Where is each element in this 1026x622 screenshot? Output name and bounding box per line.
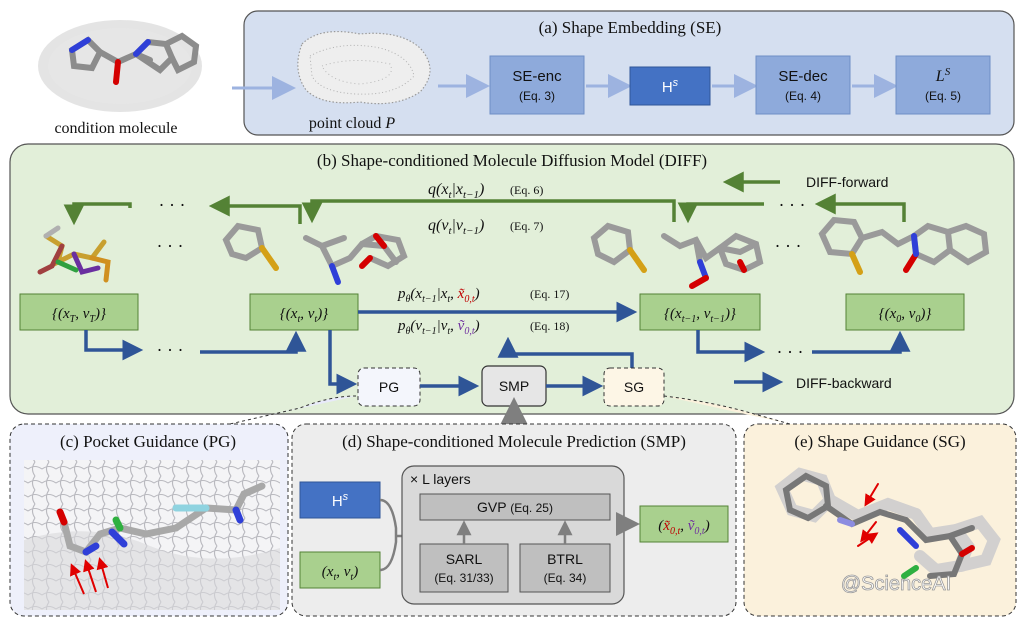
zoom-pg-to-panel-c — [229, 395, 357, 425]
shape-guidance-image — [774, 467, 1001, 579]
se-enc-label: SE-enc — [512, 68, 562, 85]
pg-label: PG — [379, 379, 399, 395]
gvp-box — [419, 493, 611, 521]
backward-dots-1: · · · — [157, 340, 184, 360]
panel-a-title: (a) Shape Embedding (SE) — [539, 18, 722, 37]
point-cloud-label: point cloud P — [309, 115, 395, 132]
btrl-label: BTRL — [547, 551, 583, 567]
hs-box — [629, 66, 711, 106]
point-cloud-image — [297, 31, 431, 105]
forward-arrow-4 — [677, 202, 764, 224]
panel-b: (b) Shape-conditioned Molecule Diffusion… — [9, 143, 1015, 415]
state-t-label: {(xt, vt)} — [280, 306, 328, 325]
hs-label: Hs — [662, 77, 679, 96]
p-v-eq: (Eq. 18) — [530, 319, 569, 333]
panel-d-hs-box — [299, 481, 381, 519]
se-dec-label: SE-dec — [778, 68, 828, 85]
se-dec-box — [755, 55, 851, 115]
state-t1-box — [639, 293, 761, 331]
panel-d-input-label: (xt, vt) — [322, 564, 358, 583]
panel-b-title: (b) Shape-conditioned Molecule Diffusion… — [317, 151, 707, 170]
diff-forward-label: DIFF-forward — [806, 174, 888, 190]
state-0-box — [845, 293, 965, 331]
p-x-eq: (Eq. 17) — [530, 287, 569, 301]
condition-molecule-image — [38, 20, 202, 112]
condition-molecule-label: condition molecule — [54, 120, 177, 137]
panel-c: (c) Pocket Guidance (PG) — [9, 423, 289, 617]
molecule-xT-image — [37, 225, 111, 283]
q-v-eq: (Eq. 7) — [510, 219, 543, 233]
btrl-eq: (Eq. 34) — [544, 571, 587, 585]
panel-d-hs-label: Hs — [332, 491, 349, 510]
panel-e-title: (e) Shape Guidance (SG) — [794, 432, 965, 451]
sg-box — [603, 367, 665, 407]
gvp-label: GVP (Eq. 25) — [477, 499, 553, 515]
molecule-xt-image — [222, 222, 408, 285]
molecule-xt1-image — [590, 222, 764, 289]
sarl-eq: (Eq. 31/33) — [434, 571, 493, 585]
arrow-state-t-to-pg — [328, 330, 358, 395]
p-v-text: pθ(vt−1|vt, ṽ0,t) — [397, 318, 480, 337]
forward-arrow-2 — [208, 195, 302, 224]
ls-eq: (Eq. 5) — [925, 89, 961, 103]
panel-d-output-box — [639, 505, 729, 543]
p-x-text: pθ(xt−1|xt, x̃0,t) — [397, 286, 480, 305]
molecule-x0-image — [818, 216, 990, 275]
se-enc-box — [489, 55, 585, 115]
se-dec-eq: (Eq. 4) — [785, 89, 821, 103]
se-enc-eq: (Eq. 3) — [519, 89, 555, 103]
dots-top-right: · · · — [775, 236, 802, 256]
layers-label: × L layers — [410, 471, 471, 487]
panel-c-title: (c) Pocket Guidance (PG) — [60, 432, 236, 451]
pocket-image — [24, 460, 280, 610]
panel-d-merge-lines — [379, 498, 402, 572]
smp-label: SMP — [499, 378, 529, 394]
backward-arrow-3 — [696, 330, 766, 363]
diff-backward-label: DIFF-backward — [796, 375, 892, 391]
arrow-sg-to-p — [497, 336, 634, 368]
sarl-label: SARL — [446, 551, 483, 567]
q-x-eq: (Eq. 6) — [510, 183, 543, 197]
panel-a: (a) Shape Embedding (SE) condition molec… — [38, 10, 1015, 137]
forward-dots-2: · · · — [779, 195, 806, 215]
sg-label: SG — [624, 379, 644, 395]
zoom-sg-to-panel-e — [663, 395, 791, 425]
ls-label: LS — [935, 66, 951, 85]
backward-arrow-4 — [812, 330, 911, 354]
watermark: @ScienceAI — [841, 573, 951, 595]
btrl-box — [519, 543, 611, 593]
backward-arrow-1 — [84, 330, 144, 361]
panel-d: (d) Shape-conditioned Molecule Predictio… — [291, 423, 737, 617]
forward-arrow-5 — [814, 193, 906, 222]
panel-e: (e) Shape Guidance (SG) @ScienceAI — [743, 423, 1017, 617]
forward-dots-1: · · · — [159, 195, 186, 215]
forward-arrow-3 — [301, 199, 676, 224]
state-t-box — [249, 293, 359, 331]
state-T-box — [19, 293, 139, 331]
backward-dots-2: · · · — [777, 342, 804, 362]
backward-arrow-2 — [200, 330, 307, 354]
ls-box — [895, 55, 991, 115]
dots-top-left: · · · — [157, 236, 184, 256]
panel-d-title: (d) Shape-conditioned Molecule Predictio… — [342, 432, 686, 451]
forward-arrow-1 — [63, 202, 132, 226]
